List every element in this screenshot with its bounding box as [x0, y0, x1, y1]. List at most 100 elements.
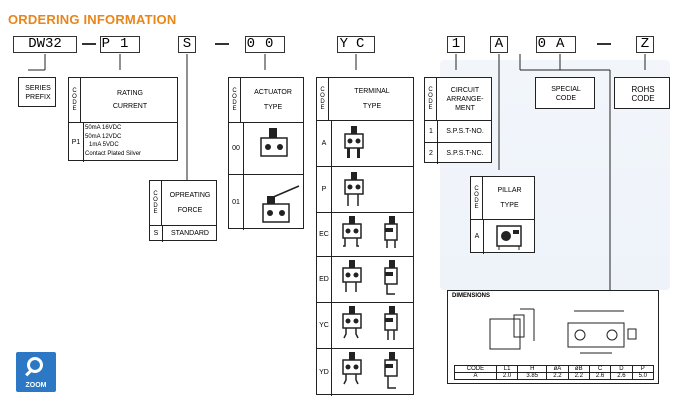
terminal-code-ec: EC: [319, 230, 329, 238]
dim-header-p: P: [631, 365, 655, 373]
terminal-p-illustration: [344, 172, 364, 206]
dimensions-title: DIMENSIONS: [452, 293, 491, 299]
pillar-code: A: [474, 233, 480, 240]
pillar-illustration: [496, 225, 522, 250]
actuator-01-illustration: [262, 185, 300, 223]
terminal-header2: TYPE: [362, 103, 382, 110]
dim-value-code: A: [454, 372, 497, 380]
dimensions-value-row: A 2.0 3.85 2.2 2.2 2.6 2.6 5.0: [454, 372, 655, 380]
force-header2: FORCE: [177, 207, 203, 214]
dim-header-d: D: [610, 365, 633, 373]
dash: [82, 43, 96, 45]
dim-header-a: øA: [546, 365, 569, 373]
dim-value-d: 2.6: [610, 372, 633, 380]
dim-value-h: 3.85: [517, 372, 548, 380]
terminal-header1: TERMINAL: [354, 88, 390, 95]
dimensions-panel: DIMENSIONS CODE L1 H øA øB C D P A 2.0 3…: [447, 290, 659, 384]
circuit-code-1: 1: [429, 127, 433, 135]
special-line1: SPECIAL: [551, 86, 581, 93]
circuit-value-1: S.P.S.T-NO.: [446, 127, 484, 135]
dim-value-a: 2.2: [546, 372, 569, 380]
part-segment-series: DW32: [13, 36, 77, 53]
dim-header-h: H: [517, 365, 548, 373]
dash: [597, 43, 611, 45]
part-segment-terminal: YC: [337, 36, 375, 53]
dim-header-c: C: [588, 365, 612, 373]
dim-header-b: øB: [567, 365, 590, 373]
rating-line-2: 50mA 12VDC: [85, 133, 122, 140]
dim-value-c: 2.6: [588, 372, 612, 380]
special-line2: CODE: [555, 95, 577, 102]
terminal-ec-illustration: [342, 216, 398, 248]
rating-code: P1: [71, 138, 81, 146]
terminal-yc-illustration: [342, 306, 398, 340]
part-segment-force: S: [178, 36, 196, 53]
part-segment-rohs: Z: [636, 36, 654, 53]
dim-value-l1: 2.0: [495, 372, 519, 380]
circuit-header3: MENT: [455, 104, 475, 112]
actuator-header1: ACTUATOR: [254, 89, 292, 96]
dim-header-code: CODE: [454, 365, 497, 373]
rohs-code-box: ROHS CODE: [614, 77, 670, 109]
terminal-ed-illustration: [342, 260, 398, 295]
actuator-code-01: 01: [232, 198, 240, 206]
circuit-value-2: S.P.S.T-NC.: [446, 149, 484, 157]
pillar-header2: TYPE: [500, 202, 519, 209]
special-code-box: SPECIAL CODE: [535, 77, 595, 109]
force-value: STANDARD: [171, 230, 209, 237]
dash: [215, 43, 229, 45]
dimensions-table: CODE L1 H øA øB C D P A 2.0 3.85 2.2 2.2…: [454, 365, 655, 380]
dim-value-b: 2.2: [567, 372, 590, 380]
part-segment-pillar: A: [490, 36, 508, 53]
terminal-yd-illustration: [342, 352, 398, 389]
terminal-code-yc: YC: [319, 321, 329, 329]
terminal-code-ed: ED: [319, 275, 329, 283]
page-title: ORDERING INFORMATION: [8, 12, 177, 27]
zoom-button[interactable]: ZOOM: [16, 352, 56, 392]
rohs-line2: CODE: [631, 94, 655, 103]
series-prefix-box: SERIES PREFIX: [18, 77, 56, 107]
terminal-code-yd: YD: [319, 368, 329, 376]
rohs-line1: ROHS: [631, 85, 655, 94]
dimensions-drawing: [489, 308, 637, 354]
terminal-a-illustration: [344, 126, 364, 158]
part-segment-special: 0A: [536, 36, 576, 53]
rating-line-1: 50mA 16VDC: [85, 125, 122, 131]
dimensions-header-row: CODE L1 H øA øB C D P: [454, 365, 655, 373]
force-header1: OPREATING: [169, 192, 211, 199]
pillar-header1: PILLAR: [497, 187, 522, 194]
circuit-code-2: 2: [429, 149, 433, 157]
series-line1: SERIES: [25, 85, 51, 92]
actuator-code-00: 00: [232, 144, 240, 152]
rating-line-4: Contact Plated Silver: [85, 150, 142, 157]
zoom-label: ZOOM: [25, 382, 47, 389]
dim-header-l1: L1: [495, 365, 519, 373]
rating-header2: CURRENT: [112, 103, 148, 110]
force-code: S: [153, 230, 159, 237]
magnifier-icon: [27, 357, 43, 373]
rating-line-3: 1mA 5VDC: [89, 142, 119, 148]
part-segment-rating: P1: [100, 36, 140, 53]
series-line2: PREFIX: [25, 94, 51, 101]
dim-value-p: 5.0: [631, 372, 655, 380]
rating-header1: RATING: [117, 90, 143, 97]
part-segment-actuator: 00: [245, 36, 285, 53]
part-segment-circuit: 1: [447, 36, 465, 53]
actuator-00-illustration: [260, 128, 288, 157]
terminal-code-p: P: [321, 185, 327, 193]
actuator-header2: TYPE: [263, 104, 283, 111]
circuit-header2: ARRANGE-: [446, 95, 484, 103]
